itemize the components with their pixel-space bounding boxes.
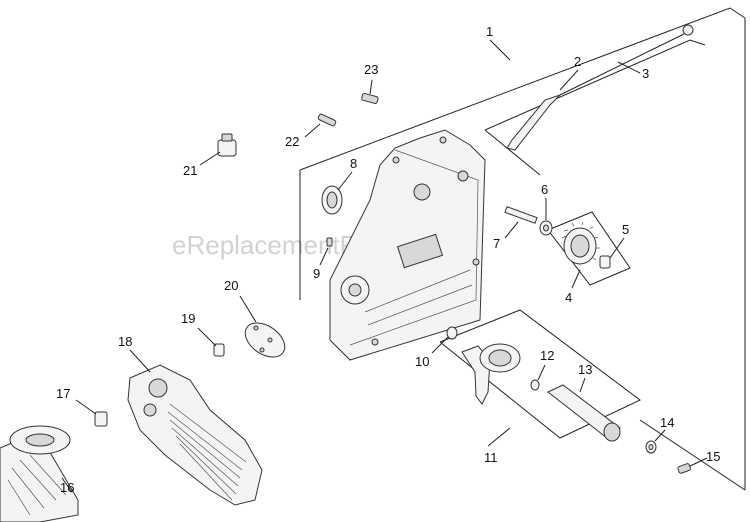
callout-4: 4 bbox=[565, 290, 572, 305]
callout-6: 6 bbox=[541, 182, 548, 197]
washer-14 bbox=[645, 440, 657, 454]
callout-17: 17 bbox=[56, 386, 70, 401]
callout-10: 10 bbox=[415, 354, 429, 369]
callout-14: 14 bbox=[660, 415, 674, 430]
assembly-4-outline bbox=[547, 211, 631, 286]
cover-plate bbox=[329, 129, 486, 361]
assembly-11-outline bbox=[439, 309, 641, 439]
callout-1: 1 bbox=[486, 24, 493, 39]
filter-nipple bbox=[94, 411, 108, 427]
oil-seal bbox=[321, 185, 343, 215]
callout-12: 12 bbox=[540, 348, 554, 363]
callout-3: 3 bbox=[642, 66, 649, 81]
callout-23: 23 bbox=[364, 62, 378, 77]
callout-13: 13 bbox=[578, 362, 592, 377]
callout-9: 9 bbox=[313, 266, 320, 281]
governor-gear bbox=[561, 221, 600, 265]
callout-16: 16 bbox=[60, 480, 74, 495]
dowel-pin bbox=[326, 237, 333, 247]
assembly-2-outline bbox=[484, 39, 706, 176]
assembly-1-outline bbox=[299, 7, 746, 491]
callout-5: 5 bbox=[622, 222, 629, 237]
leader-lines bbox=[61, 39, 708, 493]
bolt-23 bbox=[361, 92, 379, 104]
gear-shaft bbox=[504, 206, 538, 224]
o-ring-10 bbox=[446, 326, 458, 340]
callout-7: 7 bbox=[493, 236, 500, 251]
oil-filter bbox=[0, 425, 79, 522]
bolt-22 bbox=[317, 113, 337, 127]
callout-2: 2 bbox=[574, 54, 581, 69]
ring-12 bbox=[530, 379, 540, 391]
callout-11: 11 bbox=[484, 450, 498, 465]
callout-21: 21 bbox=[183, 163, 197, 178]
oil-sensor bbox=[217, 133, 237, 157]
callouts: 1 2 3 4 5 6 7 8 9 10 11 12 13 14 15 16 1… bbox=[56, 24, 720, 495]
governor-pin bbox=[599, 255, 611, 269]
drain-plug bbox=[213, 343, 225, 357]
callout-8: 8 bbox=[350, 156, 357, 171]
callout-18: 18 bbox=[118, 334, 132, 349]
washer-6 bbox=[539, 220, 553, 236]
callout-19: 19 bbox=[181, 311, 195, 326]
oil-pump-assembly bbox=[461, 343, 521, 405]
breather-plate bbox=[244, 322, 286, 358]
callout-20: 20 bbox=[224, 278, 238, 293]
callout-15: 15 bbox=[706, 449, 720, 464]
dipstick bbox=[506, 24, 694, 151]
rotor-shaft bbox=[547, 384, 621, 442]
callout-22: 22 bbox=[285, 134, 299, 149]
screw-15 bbox=[677, 463, 691, 474]
oil-cooler bbox=[127, 364, 263, 506]
